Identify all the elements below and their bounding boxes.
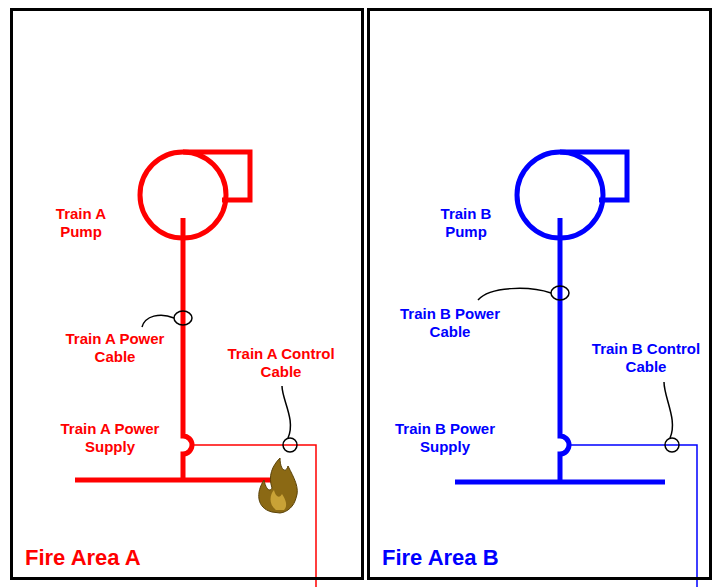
cable-marker (551, 286, 569, 300)
cable-marker (665, 438, 679, 452)
cable-marker (174, 311, 192, 325)
leader-line (664, 382, 672, 438)
power-cable (183, 218, 192, 480)
leader-line (282, 386, 290, 438)
flame (259, 458, 298, 513)
pump-discharge (560, 152, 627, 200)
fire-area: Fire Area A (10, 8, 364, 580)
power-cable (560, 218, 569, 482)
fire-area: Fire Area B (367, 8, 712, 580)
leader-line (478, 288, 551, 300)
component-label: Train A Control Cable (215, 345, 347, 381)
component-label: Train B Pump (430, 205, 502, 241)
leader-line (142, 315, 174, 327)
fire-symbol (259, 458, 298, 513)
pump-discharge (183, 152, 250, 200)
power-bus (75, 478, 290, 483)
area-title: Fire Area B (382, 545, 499, 571)
power-bus (455, 480, 665, 485)
control-cable (569, 445, 697, 587)
component-label: Train A Power Supply (55, 420, 165, 456)
cable-marker (283, 438, 297, 452)
component-label: Train B Power Cable (390, 305, 510, 341)
component-label: Train A Power Cable (55, 330, 175, 366)
control-cable (192, 445, 316, 587)
component-label: Train B Power Supply (390, 420, 500, 456)
component-label: Train B Control Cable (585, 340, 707, 376)
component-label: Train A Pump (45, 205, 117, 241)
flame-core (271, 490, 287, 510)
area-title: Fire Area A (25, 545, 141, 571)
